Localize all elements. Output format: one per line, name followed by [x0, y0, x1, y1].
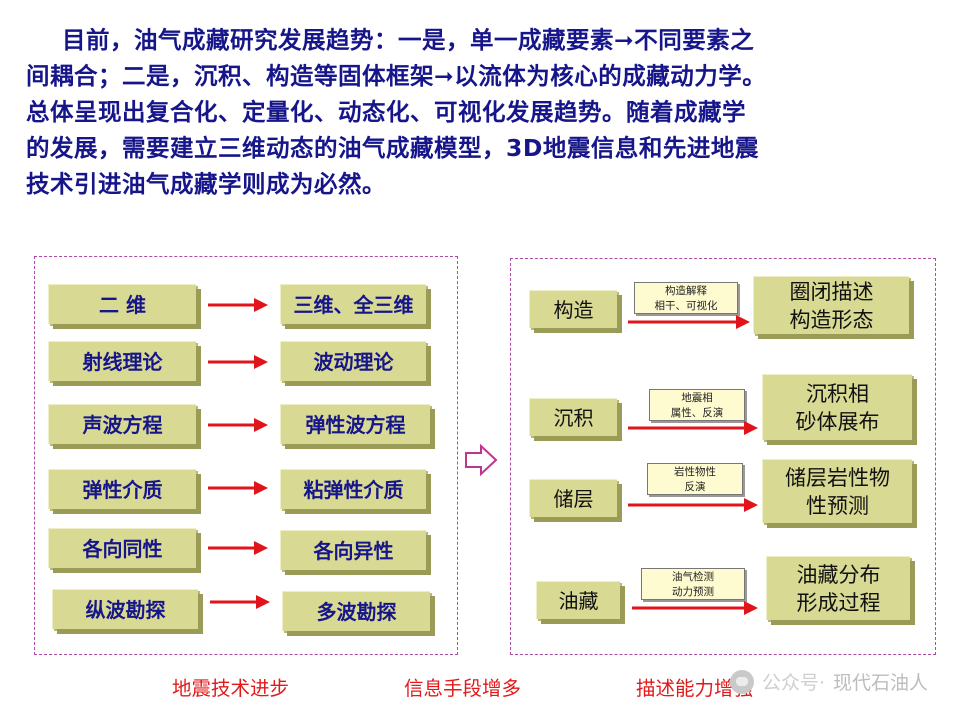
intro-line-1: 目前，油气成藏研究发展趋势：一是，单一成藏要素➞不同要素之 [62, 26, 755, 54]
red-right-arrow-icon [628, 315, 750, 329]
method-note: 地震相 属性、反演 [649, 389, 745, 421]
method-note: 油气检测 动力预测 [641, 568, 745, 600]
red-right-arrow-icon [208, 481, 268, 495]
tech-to-box: 波动理论 [280, 341, 426, 381]
category-box: 储层 [529, 479, 617, 517]
watermark-prefix: 公众号· [762, 672, 826, 694]
tech-from-box: 弹性介质 [48, 469, 196, 509]
tech-from-box: 射线理论 [48, 341, 196, 381]
tech-from-box: 纵波勘探 [52, 589, 198, 629]
intro-paragraph: 目前，油气成藏研究发展趋势：一是，单一成藏要素➞不同要素之 间耦合；二是，沉积、… [26, 22, 936, 202]
red-right-arrow-icon [210, 595, 270, 609]
tech-to-box: 多波勘探 [282, 591, 430, 631]
method-note: 构造解释 相干、可视化 [634, 282, 738, 314]
tech-to-box: 弹性波方程 [280, 404, 430, 444]
red-right-arrow-icon [628, 498, 758, 512]
red-right-arrow-icon [208, 541, 268, 555]
category-box: 构造 [529, 290, 617, 328]
seismic-tech-panel [34, 256, 458, 655]
category-box: 沉积 [529, 398, 617, 436]
red-right-arrow-icon [208, 298, 268, 312]
tech-to-box: 三维、全三维 [280, 284, 426, 324]
caption-seismic-progress: 地震技术进步 [172, 677, 290, 700]
red-right-arrow-icon [208, 418, 268, 432]
intro-line-3: 总体呈现出复合化、定量化、动态化、可视化发展趋势。随着成藏学 [26, 98, 746, 126]
open-right-arrow-icon [465, 444, 498, 476]
watermark: 公众号· 现代石油人 [730, 668, 928, 695]
tech-to-box: 各向异性 [280, 530, 426, 570]
method-note: 岩性物性 反演 [647, 463, 743, 495]
intro-line-5: 技术引进油气成藏学则成为必然。 [26, 170, 386, 198]
watermark-name: 现代石油人 [833, 672, 929, 694]
caption-more-information: 信息手段增多 [404, 677, 522, 700]
reservoir-description-panel [510, 258, 936, 655]
red-right-arrow-icon [628, 421, 758, 435]
result-box: 储层岩性物 性预测 [762, 459, 912, 523]
intro-line-2: 间耦合；二是，沉积、构造等固体框架➞以流体为核心的成藏动力学。 [26, 62, 767, 90]
category-box: 油藏 [536, 581, 620, 619]
result-box: 沉积相 砂体展布 [762, 374, 912, 440]
tech-from-box: 各向同性 [48, 528, 196, 568]
tech-from-box: 声波方程 [48, 404, 196, 444]
intro-line-4: 的发展，需要建立三维动态的油气成藏模型，3D地震信息和先进地震 [26, 134, 759, 162]
tech-from-box: 二 维 [48, 284, 196, 324]
result-box: 圈闭描述 构造形态 [753, 276, 909, 334]
red-right-arrow-icon [632, 601, 758, 615]
wechat-icon [730, 669, 754, 694]
caption-description-capability: 描述能力增强 [636, 677, 754, 700]
red-right-arrow-icon [208, 355, 268, 369]
tech-to-box: 粘弹性介质 [280, 469, 426, 509]
result-box: 油藏分布 形成过程 [766, 556, 910, 620]
